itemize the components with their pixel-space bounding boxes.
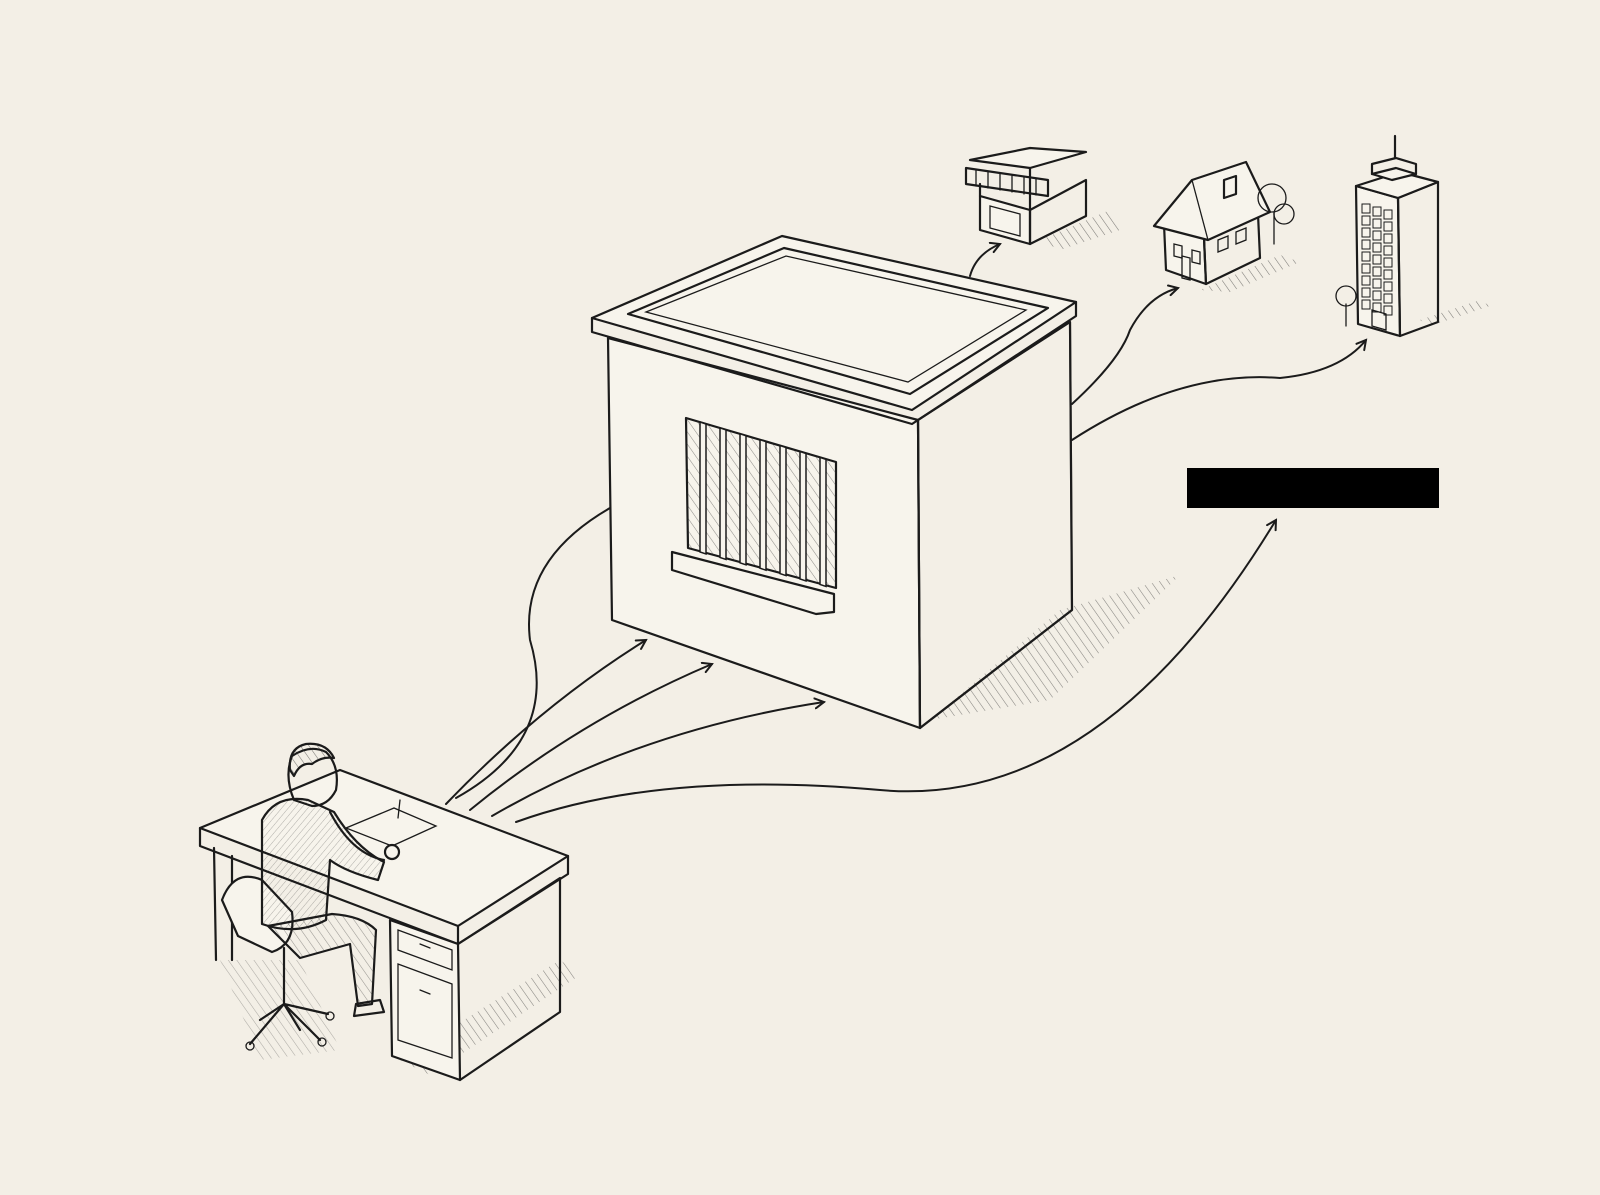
tower-window — [1372, 242, 1382, 253]
arrow-building-to-tower — [1071, 340, 1366, 441]
window-bar — [779, 444, 787, 577]
tower-window — [1372, 266, 1382, 277]
barred-window-icon — [670, 416, 838, 616]
arrow-desk-around-building — [455, 507, 611, 799]
window-bar — [759, 438, 767, 572]
tower-window — [1361, 287, 1371, 298]
window-bar — [819, 456, 827, 588]
tower-window — [1372, 290, 1382, 301]
jail-building-icon — [590, 234, 1180, 730]
tower-window — [1383, 245, 1393, 256]
arrow-building-to-house — [1071, 288, 1178, 405]
window-bar — [799, 450, 807, 583]
tower-window — [1361, 251, 1371, 262]
tower-window — [1361, 227, 1371, 238]
person-desk-icon — [198, 742, 580, 1082]
storefront-icon — [964, 146, 1120, 250]
tower-window — [1372, 218, 1382, 229]
house-icon — [1152, 160, 1300, 292]
tower-window — [1361, 275, 1371, 286]
tower-window — [1383, 293, 1393, 304]
window-bar — [739, 432, 747, 566]
arrow-desk-to-building-1 — [445, 640, 646, 805]
tower-window — [1361, 239, 1371, 250]
tower-window — [1361, 203, 1371, 214]
window-bar — [699, 420, 707, 556]
tower-window — [1383, 209, 1393, 220]
arrow-desk-to-building-3 — [491, 702, 824, 817]
arrow-desk-to-redacted — [515, 520, 1276, 823]
tower-window — [1383, 305, 1393, 316]
tower-window — [1383, 281, 1393, 292]
tower-window — [1383, 257, 1393, 268]
tower-window — [1372, 206, 1382, 217]
arrow-building-to-shop — [969, 244, 1000, 277]
tower-window — [1372, 254, 1382, 265]
tower-window — [1361, 215, 1371, 226]
tower-window — [1361, 299, 1371, 310]
tower-window — [1383, 221, 1393, 232]
tower-window — [1383, 233, 1393, 244]
flow-arrows — [445, 244, 1366, 823]
tower-window — [1372, 278, 1382, 289]
window-bar — [719, 426, 727, 561]
tower-window — [1372, 230, 1382, 241]
tower-window — [1383, 269, 1393, 280]
tower-window — [1361, 263, 1371, 274]
office-tower-icon — [1335, 134, 1490, 338]
redaction-bar — [1187, 468, 1439, 508]
arrow-desk-to-building-2 — [469, 664, 712, 811]
